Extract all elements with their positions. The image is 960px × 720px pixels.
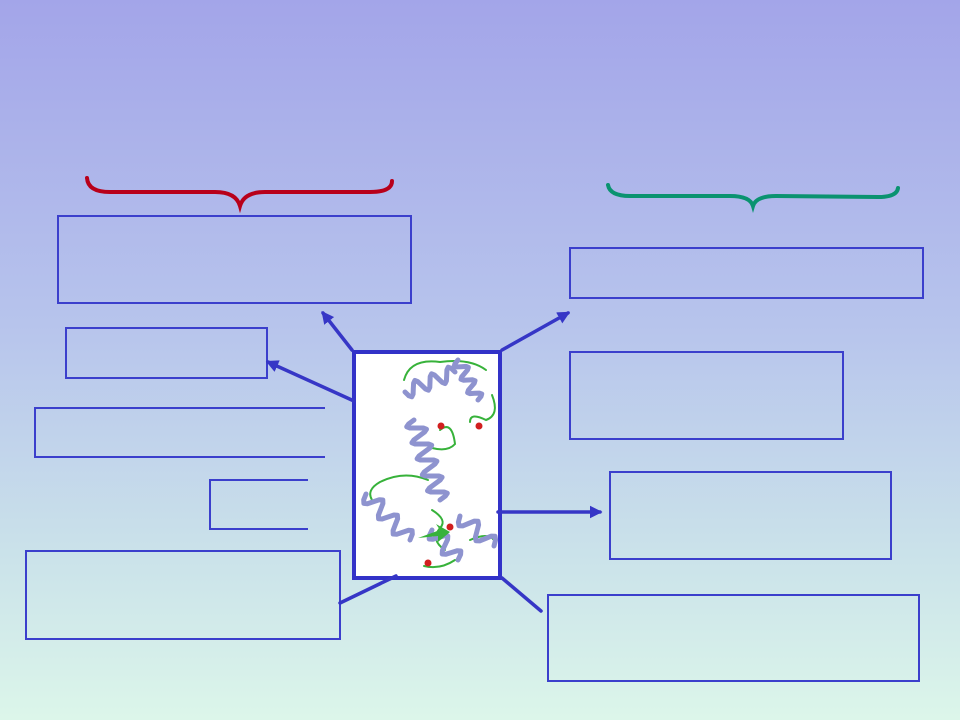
label-box-right-1 — [569, 247, 924, 299]
helix-b — [451, 357, 485, 403]
arrow-from-box-left-5 — [338, 574, 398, 605]
label-box-left-3 — [34, 407, 325, 458]
label-box-left-1 — [57, 215, 412, 304]
loop-segment — [469, 535, 495, 541]
beta-strand — [418, 524, 450, 542]
label-box-right-3 — [609, 471, 892, 560]
arrow-to-box-right-4 — [500, 576, 543, 613]
right-group-brace — [606, 183, 900, 213]
loop-segment — [369, 474, 429, 501]
loop-segment — [469, 394, 496, 423]
left-group-brace — [85, 176, 394, 214]
label-box-left-2 — [65, 327, 268, 379]
arrow-to-box-left-2 — [265, 360, 356, 403]
label-box-left-5 — [25, 550, 341, 640]
helix-a — [402, 364, 458, 400]
protein-ribbon-structure — [352, 350, 502, 580]
helix-c — [404, 417, 450, 503]
arrow-to-box-right-1 — [500, 311, 571, 352]
label-box-left-4 — [209, 479, 308, 530]
ribbon-cartoon — [361, 357, 499, 569]
loop-segment — [403, 360, 487, 381]
helix-e — [455, 513, 499, 549]
loop-segment — [431, 426, 457, 451]
metal-ion — [424, 559, 432, 567]
helix-f — [426, 527, 464, 563]
metal-ion — [475, 422, 483, 430]
arrow-to-box-left-1 — [321, 311, 354, 352]
label-box-right-4 — [547, 594, 920, 682]
metal-ion — [446, 523, 454, 531]
helix-d — [361, 491, 415, 543]
loop-segment — [423, 559, 456, 569]
label-box-right-2 — [569, 351, 844, 440]
metal-ion — [437, 422, 445, 430]
